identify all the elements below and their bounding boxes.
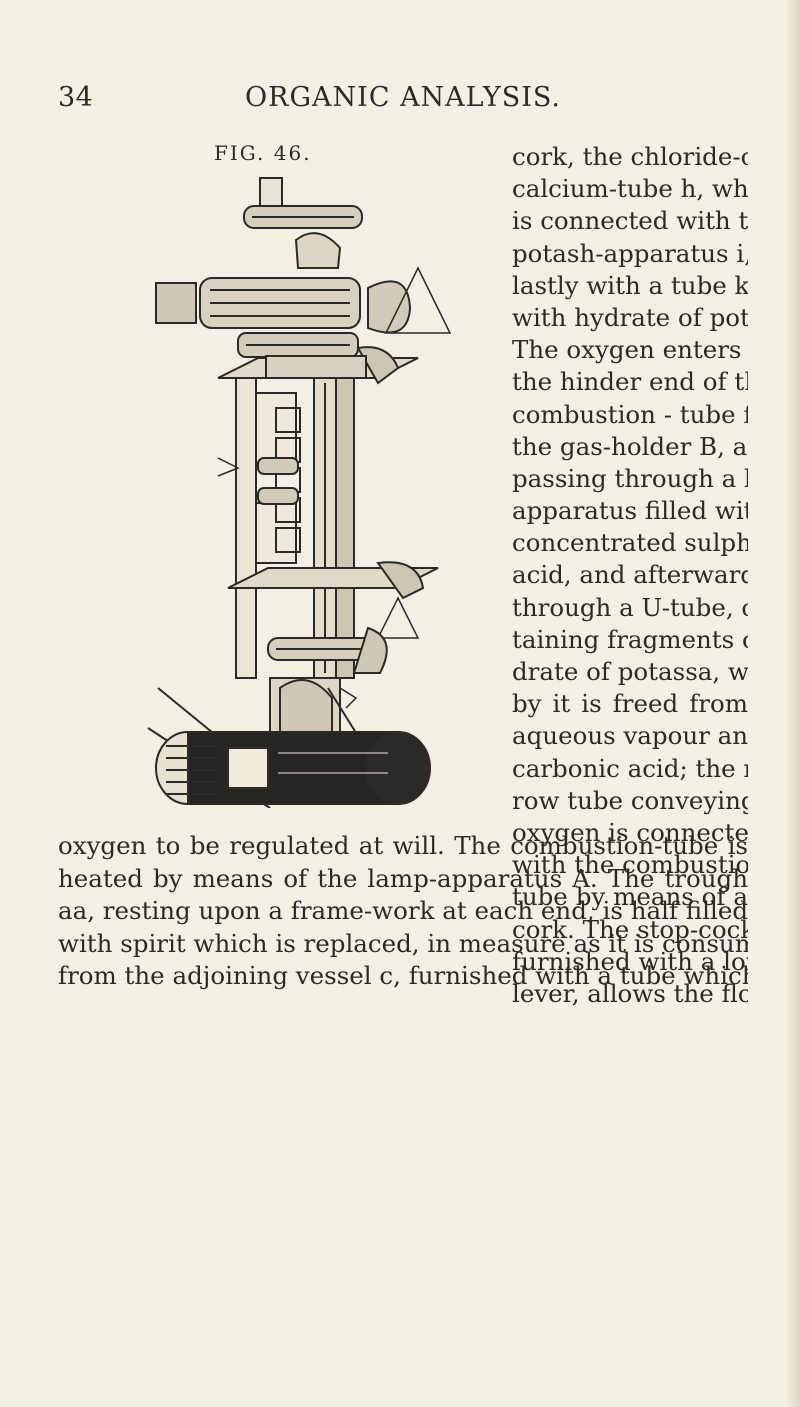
column-line: calcium-tube h, which xyxy=(512,174,748,204)
column-line: with hydrate of potassa. xyxy=(512,302,748,332)
full-width-text: oxygen to be regulated at will. The comb… xyxy=(58,830,748,993)
column-line: combustion - tube from xyxy=(512,399,748,429)
column-line: lastly with a tube k, filled xyxy=(512,270,748,300)
column-line: potash-apparatus i, and xyxy=(512,238,748,268)
column-line: taining fragments of hy- xyxy=(512,624,748,654)
combustion-apparatus-drawing xyxy=(147,177,452,809)
body-line: from the adjoining vessel c, furnished w… xyxy=(58,961,748,990)
column-line: cork, the chloride-of- xyxy=(512,142,748,171)
body-line: with spirit which is replaced, in measur… xyxy=(58,928,748,958)
column-line: concentrated sulphuric xyxy=(512,528,748,558)
column-line: furnished with a long xyxy=(512,946,748,976)
column-line: oxygen is connected xyxy=(512,817,748,847)
column-line: by it is freed from xyxy=(512,689,748,719)
column-line: with the combustion- xyxy=(512,850,748,880)
column-line: is connected with the xyxy=(512,206,748,236)
running-head: 34 ORGANIC ANALYSIS. xyxy=(58,82,748,118)
column-line: acid, and afterwards xyxy=(512,560,748,590)
column-line: apparatus filled with xyxy=(512,496,748,526)
body-line: aa, resting upon a frame-work at each en… xyxy=(58,896,748,925)
column-line: carbonic acid; the nar- xyxy=(512,753,748,783)
page-number: 34 xyxy=(58,82,94,113)
figure-illustration xyxy=(118,168,498,809)
column-text: cork, the chloride-of- calcium-tube h, w… xyxy=(512,141,748,1010)
running-title: ORGANIC ANALYSIS. xyxy=(245,82,561,113)
body-line: oxygen to be regulated at will. The comb… xyxy=(58,831,748,860)
column-line: through a U-tube, con- xyxy=(512,592,748,622)
figure-label: FIG. 46. xyxy=(214,141,312,165)
page-edge xyxy=(786,0,800,1407)
column-line: the gas-holder B, after xyxy=(512,431,748,461)
column-line: drate of potassa, where- xyxy=(512,657,748,686)
column-line: tube by means of a xyxy=(512,882,748,912)
column-line: aqueous vapour and xyxy=(512,721,748,751)
column-line: passing through a bulb- xyxy=(512,463,748,493)
column-line: cork. The stop-cock e, xyxy=(512,914,748,944)
column-line: the hinder end of the xyxy=(512,367,748,397)
column-line: lever, allows the flow of xyxy=(512,978,748,1008)
body-line: heated by means of the lamp-apparatus A.… xyxy=(58,863,748,893)
column-line: row tube conveying the xyxy=(512,785,748,815)
column-line: The oxygen enters into xyxy=(512,335,748,365)
